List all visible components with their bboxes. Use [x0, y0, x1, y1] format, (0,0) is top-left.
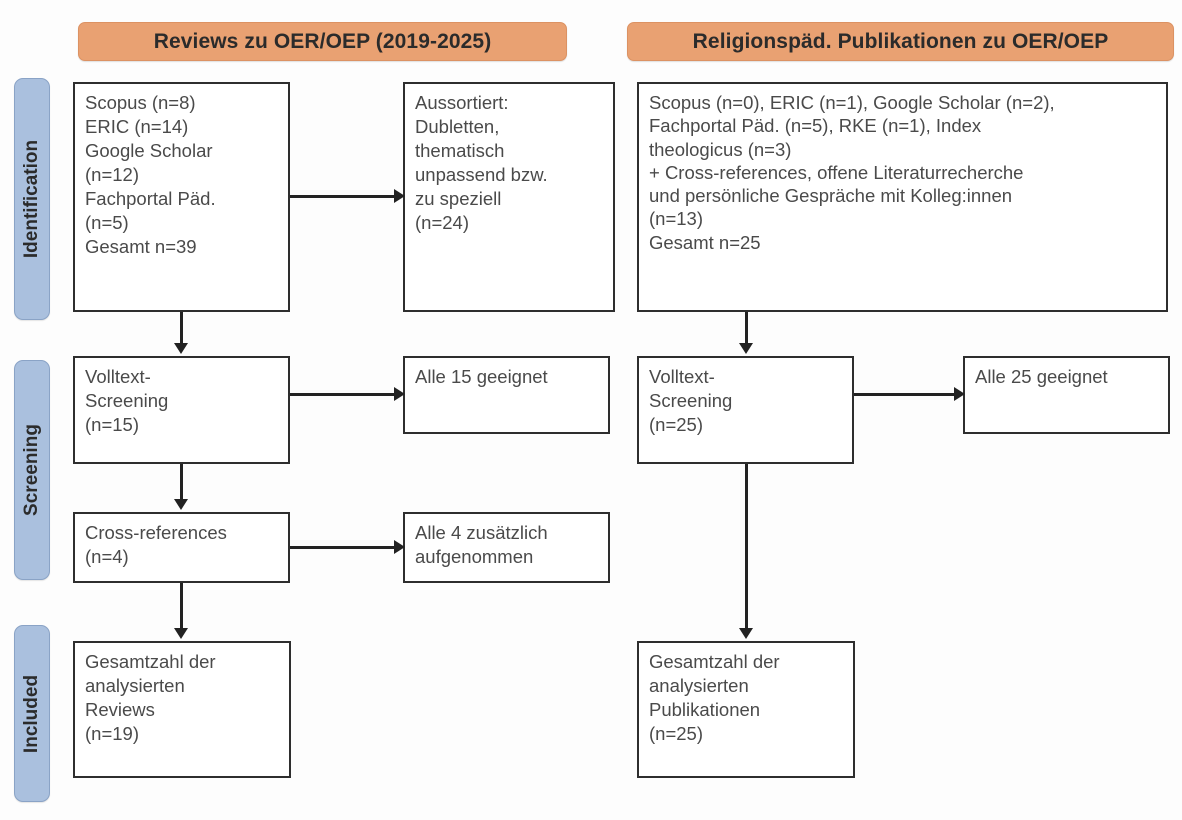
box-left-sources: Scopus (n=8) ERIC (n=14) Google Scholar …	[73, 82, 290, 312]
arrowhead-left-fulltext-to-cross	[174, 499, 188, 510]
stage-label-screening: Screening	[14, 360, 50, 580]
arrowhead-left-sources-to-fulltext	[174, 343, 188, 354]
stage-label-included-text: Included	[21, 674, 42, 753]
connector-right-fulltext-to-total	[745, 464, 748, 630]
connector-right-sources-to-fulltext	[745, 312, 748, 345]
stage-label-identification-text: Identification	[21, 139, 42, 259]
box-left-total-included: Gesamtzahl der analysierten Reviews (n=1…	[73, 641, 291, 778]
box-left-all-eligible: Alle 15 geeignet	[403, 356, 610, 434]
connector-left-sources-to-excluded	[290, 195, 396, 198]
box-right-total-included: Gesamtzahl der analysierten Publikatione…	[637, 641, 855, 778]
connector-left-cross-to-total	[180, 583, 183, 630]
box-right-sources: Scopus (n=0), ERIC (n=1), Google Scholar…	[637, 82, 1168, 312]
arrowhead-right-fulltext-to-alleligible	[954, 387, 965, 401]
connector-left-sources-to-fulltext	[180, 312, 183, 345]
box-left-cross-references: Cross-references (n=4)	[73, 512, 290, 583]
box-left-cross-added: Alle 4 zusätzlich aufgenommen	[403, 512, 610, 583]
arrowhead-left-cross-to-crossadded	[394, 540, 405, 554]
stage-label-identification: Identification	[14, 78, 50, 320]
arrowhead-right-sources-to-fulltext	[739, 343, 753, 354]
connector-right-fulltext-to-alleligible	[854, 393, 956, 396]
arrowhead-left-sources-to-excluded	[394, 189, 405, 203]
arrowhead-right-fulltext-to-total	[739, 628, 753, 639]
column-header-reviews: Reviews zu OER/OEP (2019-2025)	[78, 22, 567, 61]
box-right-fulltext-screening: Volltext- Screening (n=25)	[637, 356, 854, 464]
box-left-excluded: Aussortiert: Dubletten, thematisch unpas…	[403, 82, 615, 312]
stage-label-screening-text: Screening	[21, 424, 42, 516]
connector-left-cross-to-crossadded	[290, 546, 396, 549]
connector-left-fulltext-to-alleligible	[290, 393, 396, 396]
connector-left-fulltext-to-cross	[180, 464, 183, 501]
arrowhead-left-fulltext-to-alleligible	[394, 387, 405, 401]
stage-label-included: Included	[14, 625, 50, 802]
column-header-religionspaed: Religionspäd. Publikationen zu OER/OEP	[627, 22, 1174, 61]
box-right-all-eligible: Alle 25 geeignet	[963, 356, 1170, 434]
arrowhead-left-cross-to-total	[174, 628, 188, 639]
box-left-fulltext-screening: Volltext- Screening (n=15)	[73, 356, 290, 464]
